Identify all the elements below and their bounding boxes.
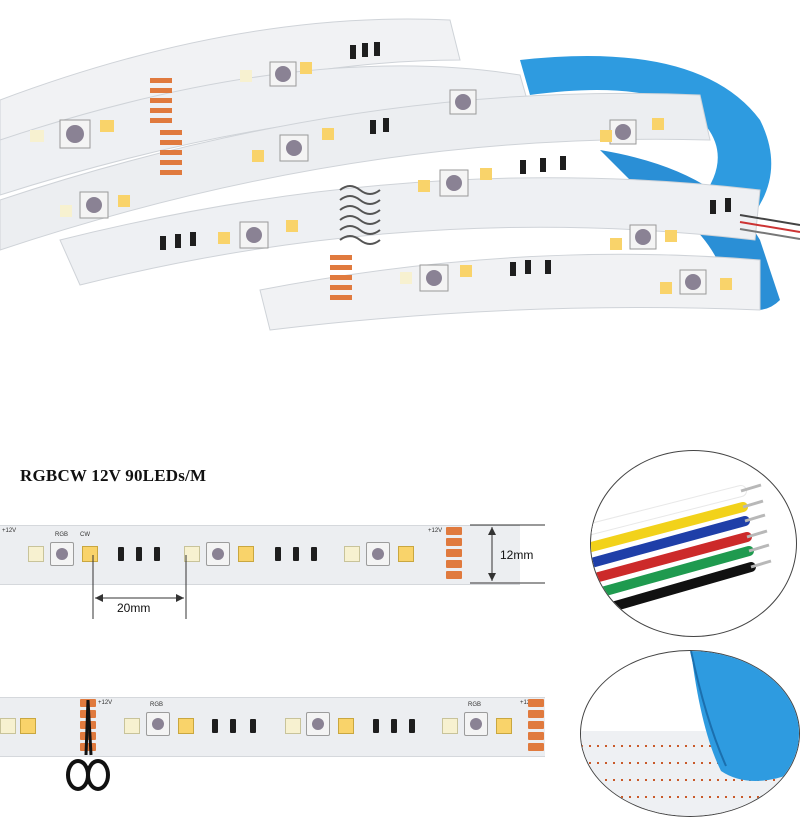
ww-led-chip	[28, 546, 44, 562]
adhesive-backing-inset	[580, 650, 800, 817]
resistor	[136, 547, 142, 561]
resistor	[275, 547, 281, 561]
rgb-led-module	[464, 712, 488, 736]
resistor	[293, 547, 299, 561]
led-strip-coil-photo	[0, 0, 800, 400]
scissors-icon	[66, 700, 110, 791]
resistor	[250, 719, 256, 733]
resistor	[230, 719, 236, 733]
resistor	[212, 719, 218, 733]
plus12v-label: +12V	[2, 528, 17, 534]
wires-detail-inset	[590, 450, 797, 637]
cw-led-chip	[178, 718, 194, 734]
cw-label: CW	[80, 532, 90, 538]
plus12v-label: +12V	[520, 700, 534, 706]
adhesive-tape-image	[581, 651, 799, 816]
rgb-led-module	[306, 712, 330, 736]
pitch-dimension-label: 20mm	[117, 601, 151, 615]
colored-wires-image	[591, 483, 772, 618]
led-strip-diagram: +12V +12V RGB CW	[0, 525, 520, 585]
rgb-led-module	[366, 542, 390, 566]
rgb-led-module	[50, 542, 74, 566]
solder-pads	[528, 699, 544, 755]
resistor	[154, 547, 160, 561]
ww-led-chip	[124, 718, 140, 734]
ww-led-chip	[344, 546, 360, 562]
cw-led-chip	[20, 718, 36, 734]
resistor	[409, 719, 415, 733]
rgb-led-module	[206, 542, 230, 566]
rgb-label: RGB	[55, 532, 69, 538]
resistor	[373, 719, 379, 733]
resistor	[311, 547, 317, 561]
cw-led-chip	[238, 546, 254, 562]
solder-pads	[446, 527, 462, 583]
ww-led-chip	[442, 718, 458, 734]
product-spec-title: RGBCW 12V 90LEDs/M	[20, 466, 207, 485]
cw-led-chip	[338, 718, 354, 734]
cw-led-chip	[82, 546, 98, 562]
dimension-lines	[92, 524, 545, 619]
cw-led-chip	[398, 546, 414, 562]
ww-led-chip	[285, 718, 301, 734]
rgb-led-module	[146, 712, 170, 736]
rgb-label: RGB	[150, 702, 164, 708]
resistor	[391, 719, 397, 733]
ww-led-chip	[0, 718, 16, 734]
cw-led-chip	[496, 718, 512, 734]
plus12v-label: +12V	[428, 528, 443, 534]
width-dimension-label: 12mm	[500, 548, 534, 562]
plus12v-label: +12V	[98, 700, 113, 706]
ww-led-chip	[184, 546, 200, 562]
resistor	[118, 547, 124, 561]
rgb-label: RGB	[468, 702, 482, 708]
